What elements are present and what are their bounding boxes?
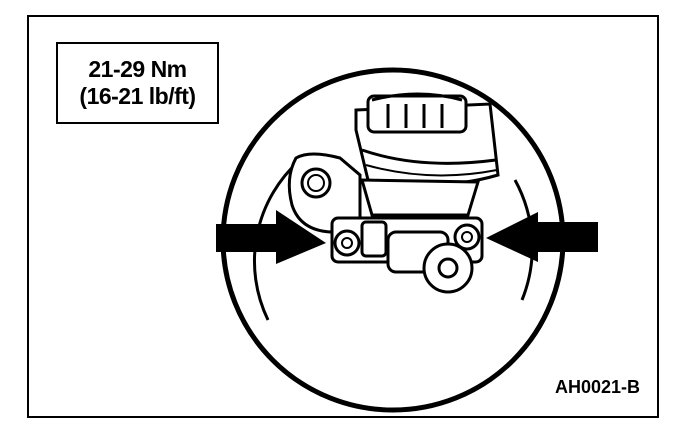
figure-id-label: AH0021-B	[554, 377, 640, 397]
cylinder-body	[360, 178, 481, 217]
cylinder-port-left	[360, 220, 388, 258]
mounting-nut-left	[333, 229, 361, 257]
torque-spec-callout: 21-29 Nm (16-21 lb/ft)	[56, 42, 219, 124]
reservoir-seam-2	[365, 164, 498, 177]
reservoir-seam	[361, 148, 497, 165]
torque-spec-imperial: (16-21 lb/ft)	[79, 83, 196, 109]
torque-spec-metric: 21-29 Nm	[88, 56, 187, 82]
outlet-boss-hole	[437, 257, 459, 279]
reservoir-cap-top	[371, 92, 463, 102]
mounting-nut-right	[453, 223, 481, 251]
flange-bolt-hole-inner	[307, 174, 325, 192]
arrow-left-pointer	[216, 210, 326, 264]
reservoir-cap	[366, 94, 468, 134]
arrow-right-pointer	[486, 212, 598, 262]
